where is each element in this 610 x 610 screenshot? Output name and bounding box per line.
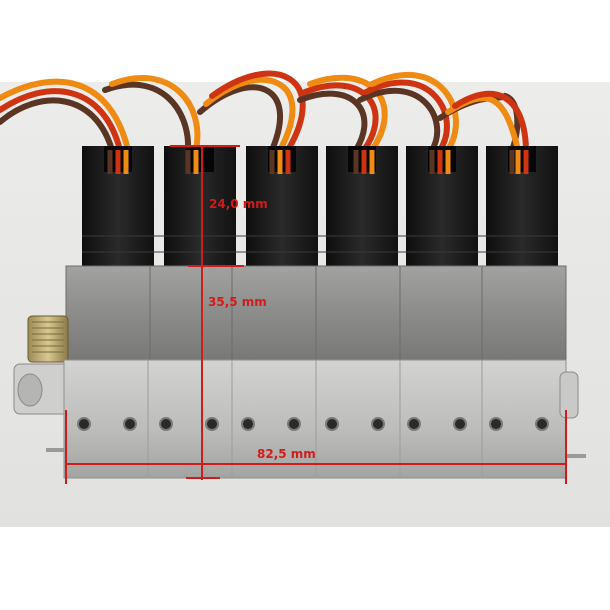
servo-wires	[0, 70, 529, 153]
valve-housings	[65, 265, 567, 361]
manifold-base	[63, 359, 586, 479]
dimension-label-width-total: 82,5 mm	[257, 447, 316, 461]
brass-fitting	[13, 315, 71, 452]
wire-ends	[107, 150, 529, 174]
port-holes	[77, 417, 549, 431]
dimension-label-height-body: 35,5 mm	[208, 295, 267, 309]
dimension-label-height-top: 24,0 mm	[209, 197, 268, 211]
dimension-lines	[65, 145, 567, 484]
